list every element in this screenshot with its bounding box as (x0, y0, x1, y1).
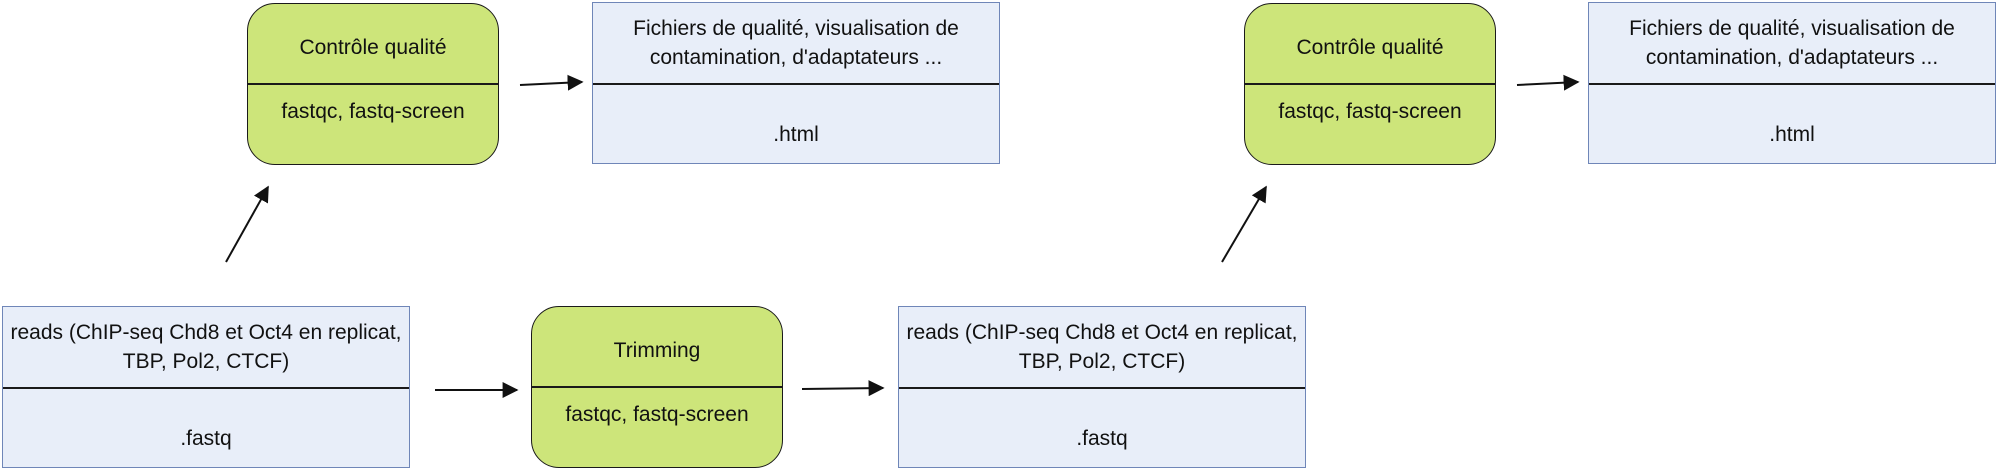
reads-input-divider (3, 387, 409, 389)
qc-output-title-1: Fichiers de qualité, visualisation de co… (633, 16, 959, 69)
qc-process-title-2: Contrôle qualité (1296, 35, 1444, 59)
qc-process-divider-2 (1245, 82, 1495, 85)
arrow-qc-2-to-output-2 (1516, 74, 1580, 91)
qc-process-tools-1: fastqc, fastq-screen (281, 99, 465, 123)
trimming-process-node: Trimming fastqc, fastq-screen (531, 306, 783, 468)
qc-output-node-1: Fichiers de qualité, visualisation de co… (592, 2, 1000, 164)
reads-trimmed-divider (899, 387, 1305, 389)
qc-output-title-2: Fichiers de qualité, visualisation de co… (1629, 16, 1955, 69)
qc-output-node-2: Fichiers de qualité, visualisation de co… (1588, 2, 1996, 164)
reads-trimmed-node: reads (ChIP-seq Chd8 et Oct4 en replicat… (898, 306, 1306, 468)
reads-input-title: reads (ChIP-seq Chd8 et Oct4 en replicat… (10, 320, 402, 373)
qc-output-ext-1: .html (773, 122, 819, 146)
trimming-process-tools: fastqc, fastq-screen (565, 402, 749, 426)
qc-output-divider-1 (593, 83, 999, 85)
qc-process-divider-1 (248, 82, 498, 85)
arrow-reads-to-qc-1 (225, 185, 269, 263)
reads-trimmed-title: reads (ChIP-seq Chd8 et Oct4 en replicat… (906, 320, 1298, 373)
arrow-reads-trimmed-to-qc-2 (1221, 185, 1267, 263)
trimming-process-title: Trimming (613, 338, 701, 362)
arrow-trimming-to-reads-trimmed (801, 380, 885, 397)
qc-process-title-1: Contrôle qualité (299, 35, 447, 59)
reads-input-ext: .fastq (180, 426, 232, 450)
qc-process-node-2: Contrôle qualité fastqc, fastq-screen (1244, 3, 1496, 165)
qc-process-node-1: Contrôle qualité fastqc, fastq-screen (247, 3, 499, 165)
qc-process-tools-2: fastqc, fastq-screen (1278, 99, 1462, 123)
trimming-process-divider (532, 385, 782, 388)
reads-trimmed-ext: .fastq (1076, 426, 1128, 450)
reads-input-node: reads (ChIP-seq Chd8 et Oct4 en replicat… (2, 306, 410, 468)
qc-output-divider-2 (1589, 83, 1995, 85)
qc-output-ext-2: .html (1769, 122, 1815, 146)
arrow-qc-1-to-output-1 (519, 74, 584, 91)
